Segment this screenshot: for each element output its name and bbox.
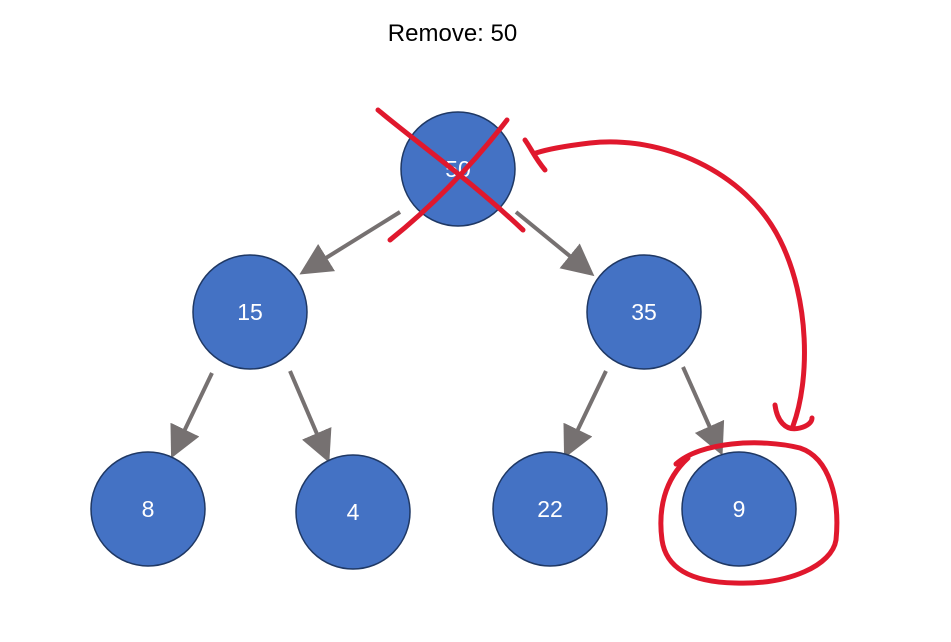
edge-left-leftchild (170, 372, 214, 459)
tree-node-left-left: 8 (90, 451, 206, 567)
diagram-title: Remove: 50 (387, 20, 518, 47)
tree-node-left: 15 (192, 254, 308, 370)
arrowhead-bottom-mark (772, 402, 815, 432)
edge-right-rightchild (681, 366, 725, 456)
node-label-left-left: 8 (142, 496, 155, 522)
edge-root-left (299, 210, 402, 275)
node-label-right-left: 22 (537, 496, 563, 522)
curved-arrow-mark (533, 139, 807, 429)
tree-node-left-right: 4 (295, 454, 411, 570)
node-label-left-right: 4 (347, 499, 360, 525)
node-label-right: 35 (631, 299, 657, 325)
arrowhead-top-mark (522, 137, 548, 173)
edge-root-right (514, 210, 595, 277)
annotations (375, 107, 840, 586)
edge-right-leftchild (563, 370, 608, 459)
edge-left-rightchild (288, 370, 332, 463)
cross-out-mark-2 (387, 117, 510, 243)
tree-node-right-right: 9 (681, 451, 797, 567)
tree-node-right: 35 (586, 254, 702, 370)
node-label-right-right: 9 (733, 496, 746, 522)
circle-mark (658, 440, 840, 586)
cross-out-mark (375, 107, 526, 233)
edges (170, 210, 725, 463)
node-label-left: 15 (237, 299, 263, 325)
tree-node-right-left: 22 (492, 451, 608, 567)
